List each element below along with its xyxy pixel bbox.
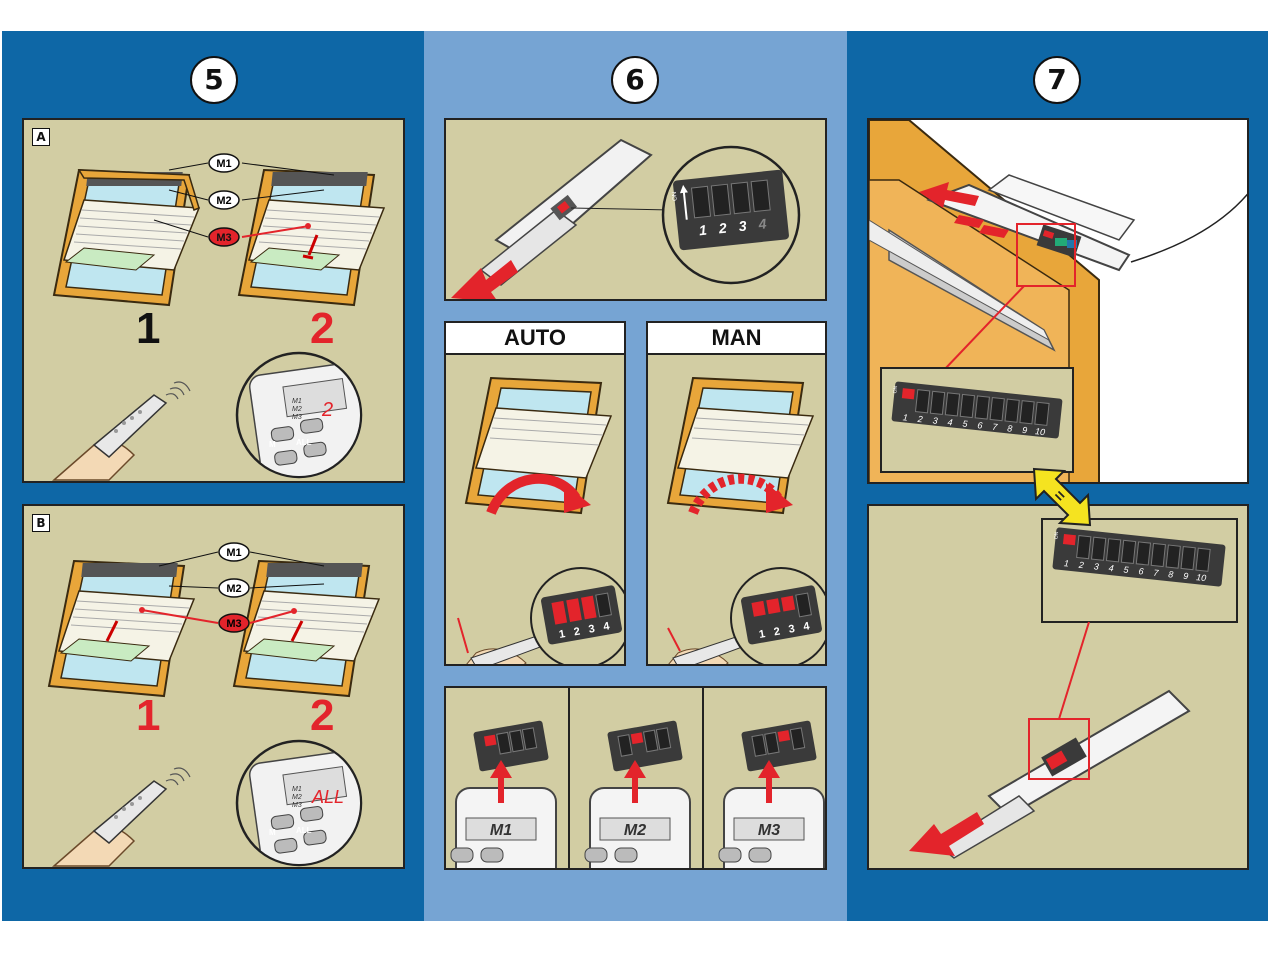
switch-num-2: 2 [773,626,781,639]
display-m2: M2 [292,406,302,413]
switch-num-4: 4 [947,417,953,427]
callout-m1: M1 [216,158,231,170]
step-7-column: 7 [847,31,1268,921]
window-number-2: 2 [310,691,335,740]
callout-m2: M2 [226,583,241,595]
switch-num-3: 3 [932,415,938,425]
roof-window-2 [232,559,381,698]
window-number-2: 2 [310,304,335,353]
switch-num-5: 5 [962,419,969,430]
button-all: ALL [296,438,312,447]
switch-num-2: 2 [1077,560,1084,571]
switch-num-4: 4 [602,620,611,633]
step-number-7: 7 [1033,56,1081,104]
remote-open-illustration: ON 1 2 3 4 [451,138,801,299]
switch-num-2: 2 [573,626,581,639]
switch-num-2: 2 [717,220,728,237]
man-header: MAN [648,323,825,355]
switch-num-2: 2 [916,414,923,425]
switch-num-4: 4 [757,215,768,232]
on-label: ON [892,385,899,393]
callout-m3: M3 [226,618,241,630]
callout-m1: M1 [226,547,241,559]
display-m1: M1 [292,398,302,405]
step-number-6: 6 [611,56,659,104]
display-m3: M3 [292,414,302,421]
memory-illustration: M1 M2 [450,688,825,868]
display-value: ALL [311,787,344,807]
memory-label-m3: M3 [758,822,780,839]
button-all: ALL [296,826,312,835]
switch-num-10: 10 [1196,572,1207,583]
remote-closeup [235,739,363,867]
switch-num-9: 9 [1183,571,1189,581]
switch-num-1: 1 [1063,558,1069,568]
switch-num-3: 3 [788,623,796,636]
auto-illustration: 1 2 3 4 [457,376,624,664]
switch-num-8: 8 [1007,423,1013,433]
switch-num-6: 6 [977,420,983,430]
on-label: ON [672,191,679,201]
memory-panel: M1 M2 [444,686,827,870]
man-panel: MAN 1 2 3 [646,321,827,666]
memory-label-m1: M1 [490,822,512,839]
display-m2: M2 [292,794,302,801]
motor-unit-illustration: ON 1 2 3 4 5 6 7 8 9 10 [869,120,1247,482]
motor-unit-panel: ON 1 2 3 4 5 6 7 8 9 10 [867,118,1249,484]
button-m: M [269,828,276,837]
on-label: ON [1053,531,1060,539]
window-number-1: 1 [136,691,161,740]
switch-num-4: 4 [802,620,811,633]
roof-window-1 [47,559,196,698]
step-number-5: 5 [190,56,238,104]
roof-window-1 [52,168,201,307]
memory-label-m2: M2 [624,822,646,839]
switch-num-1: 1 [902,412,908,422]
remote-open-panel: ON 1 2 3 4 [444,118,827,301]
switch-num-4: 4 [1108,563,1114,573]
panel-letter-b: B [32,514,50,532]
switch-num-1: 1 [558,628,566,641]
switch-num-3: 3 [1093,561,1099,571]
equivalence-arrow-icon: = [1032,467,1092,527]
switch-num-3: 3 [738,217,748,234]
display-m1: M1 [292,786,302,793]
auto-panel: AUTO 1 2 [444,321,626,666]
remote-dip-illustration: ON 1 2 3 4 5 6 7 8 9 10 [909,518,1238,859]
callout-m3: M3 [216,232,231,244]
switch-num-1: 1 [758,628,766,641]
step-6-column: 6 ON 1 2 3 4 [424,31,847,921]
hand-with-remote [52,381,191,481]
panel-a: A [22,118,405,483]
auto-header: AUTO [446,323,624,355]
switch-num-9: 9 [1022,425,1028,435]
panel-a-illustration: M1 M2 M3 [52,153,386,481]
step-5-column: 5 A [2,31,424,921]
switch-num-10: 10 [1035,426,1046,437]
switch-num-8: 8 [1168,569,1174,579]
roof-window-2 [237,168,386,307]
panel-b: B [22,504,405,869]
display-value: 2 [321,399,333,421]
switch-num-3: 3 [588,623,596,636]
display-m3: M3 [292,802,302,809]
switch-num-7: 7 [992,422,999,433]
switch-num-6: 6 [1138,566,1144,576]
button-m: M [269,440,276,449]
panel-letter-a: A [32,128,50,146]
hand-with-remote [52,767,191,867]
remote-closeup [235,351,363,479]
man-illustration: 1 2 3 4 [666,376,825,664]
switch-num-7: 7 [1153,568,1160,579]
window-number-1: 1 [136,304,161,353]
remote-dip-panel: ON 1 2 3 4 5 6 7 8 9 10 [867,504,1249,870]
switch-num-1: 1 [698,222,708,239]
panel-b-illustration: M1 M2 M3 M1 [47,542,381,867]
switch-num-5: 5 [1123,564,1130,575]
callout-m2: M2 [216,195,231,207]
